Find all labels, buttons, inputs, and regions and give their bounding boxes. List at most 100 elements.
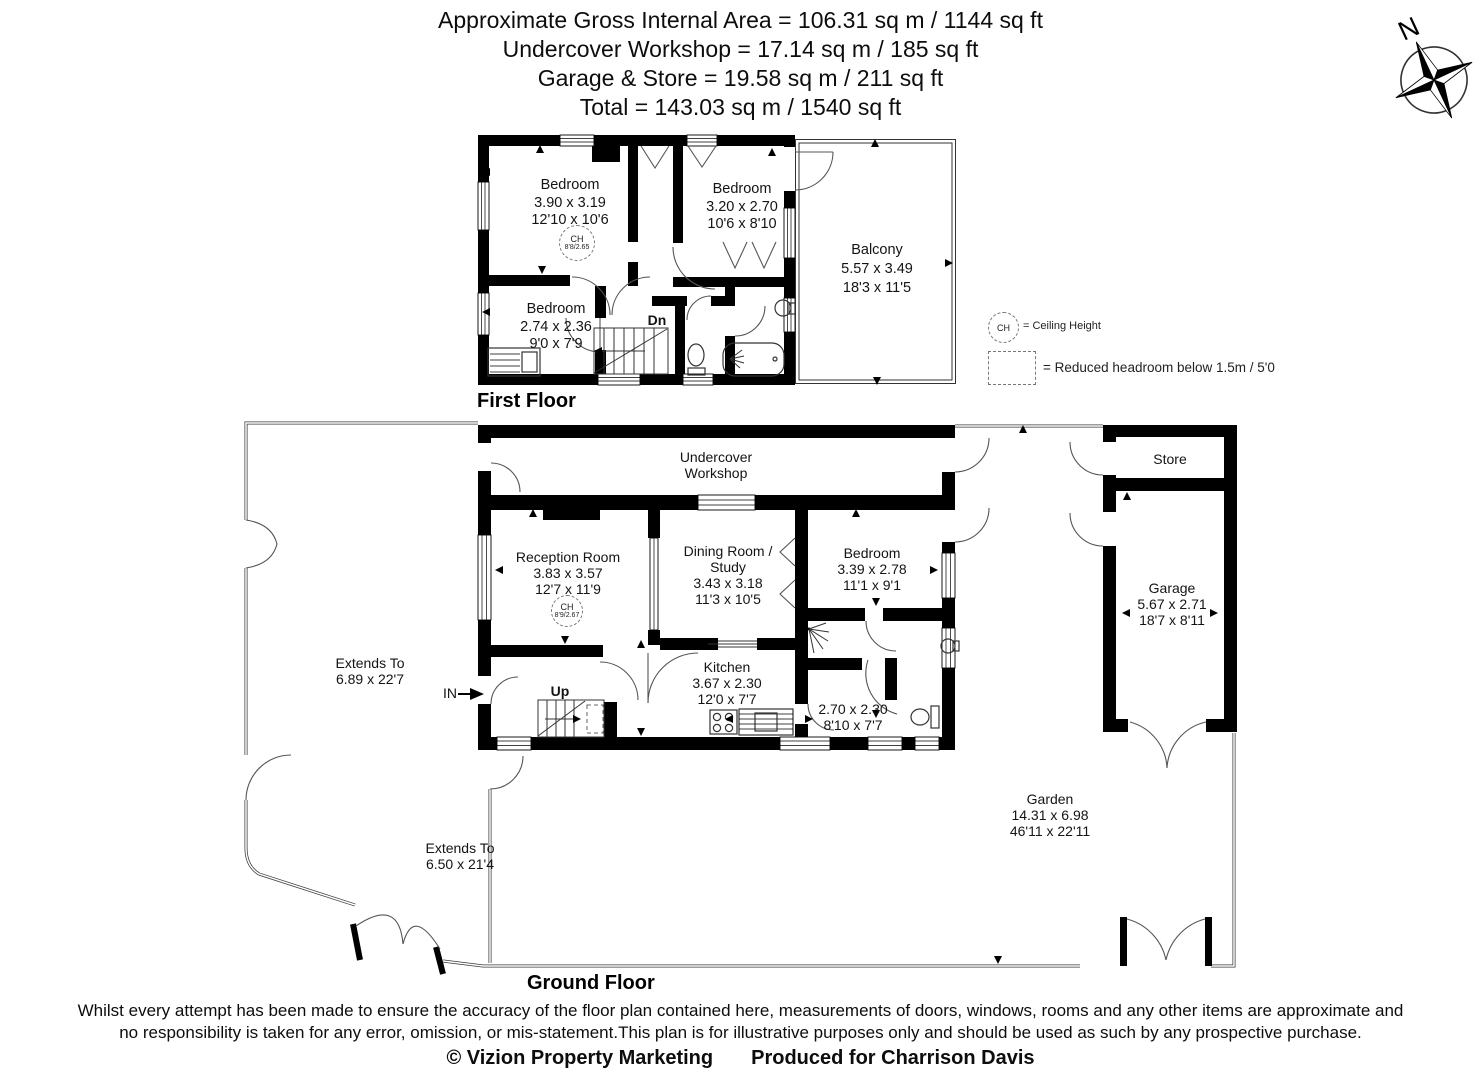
room-size-metric: 3.39 x 2.78 xyxy=(837,561,907,577)
serving-hatch xyxy=(696,640,757,648)
room-size-imperial: 10'6 x 8'10 xyxy=(707,216,777,232)
room-size-metric: 5.67 x 2.71 xyxy=(1137,596,1207,612)
room-size-imperial: 8'10 x 7'7 xyxy=(823,717,883,733)
first-floor-plan xyxy=(477,134,956,386)
toilet-icon-gf xyxy=(910,705,940,729)
first-floor-door-arcs xyxy=(565,145,834,353)
room-label-ff-bedroom3: Bedroom 2.74 x 2.36 9'0 x 7'9 xyxy=(520,301,592,354)
room-size-imperial: 12'0 x 7'7 xyxy=(697,691,757,707)
room-label-garage: Garage 5.67 x 2.71 18'7 x 8'11 xyxy=(1137,580,1206,628)
room-name: Bedroom xyxy=(712,181,772,197)
room-label-ff-bedroom2: Bedroom 3.20 x 2.70 10'6 x 8'10 xyxy=(706,181,778,234)
ch-symbol: CH xyxy=(560,602,574,612)
extends-line2: 6.89 x 22'7 xyxy=(335,671,405,687)
ceiling-height-badge-ff: CH 8'8/2.65 xyxy=(559,225,595,261)
room-name: Bedroom xyxy=(843,545,901,561)
legend-ch-text: = Ceiling Height xyxy=(1023,320,1101,332)
room-size-imperial: 12'7 x 11'9 xyxy=(535,581,601,597)
shower-icon xyxy=(807,622,830,654)
room-size-imperial: 46'11 x 22'11 xyxy=(1009,823,1091,839)
first-floor-measure-ticks xyxy=(482,139,953,385)
extends-line2: 6.50 x 21'4 xyxy=(425,856,495,872)
room-size-metric: 3.83 x 3.57 xyxy=(533,565,603,581)
room-size-imperial: 11'3 x 10'5 xyxy=(695,591,761,607)
room-label-kitchen: Kitchen 3.67 x 2.30 12'0 x 7'7 xyxy=(692,659,761,707)
vanity-icon xyxy=(487,347,541,377)
room-size-metric: 3.43 x 3.18 xyxy=(693,575,763,591)
area-summary-line4: Total = 143.03 sq m / 1540 sq ft xyxy=(579,94,902,120)
room-name: Balcony xyxy=(851,242,903,258)
room-name-line2: Workshop xyxy=(684,465,748,481)
credit-producer: Produced for Charrison Davis xyxy=(751,1047,1035,1069)
room-name: Reception Room xyxy=(515,549,621,565)
room-size-metric: 14.31 x 6.98 xyxy=(1011,807,1089,823)
disclaimer-line2: no responsibility is taken for any error… xyxy=(119,1023,1362,1042)
garden-boundary xyxy=(244,421,1236,975)
area-summary-line3: Garage & Store = 19.58 sq m / 211 sq ft xyxy=(537,65,944,91)
label-extends-left: Extends To 6.89 x 22'7 xyxy=(335,655,404,687)
area-summary-line1: Approximate Gross Internal Area = 106.31… xyxy=(438,7,1043,33)
legend-reduced-headroom-text: = Reduced headroom below 1.5m / 5'0 xyxy=(1043,360,1275,375)
compass-star-light xyxy=(1395,41,1473,119)
stairs-down-label: Dn xyxy=(647,312,667,328)
basin-icon-gf xyxy=(940,638,960,654)
ceiling-height-badge-gf: CH 8'9/2.67 xyxy=(551,595,583,627)
ch-value: 8'8/2.65 xyxy=(564,244,590,251)
room-label-store: Store xyxy=(1153,451,1186,467)
compass-icon: N xyxy=(1394,11,1473,119)
ground-floor-title: Ground Floor xyxy=(527,972,655,994)
room-size-imperial: 18'7 x 8'11 xyxy=(1139,612,1205,628)
first-floor-stairs-icon xyxy=(593,327,669,375)
ground-floor-windows xyxy=(477,494,956,751)
extends-line1: Extends To xyxy=(425,840,495,856)
room-name: Bedroom xyxy=(540,177,600,193)
room-name-line1: Dining Room / xyxy=(683,543,773,559)
extends-line1: Extends To xyxy=(335,655,405,671)
room-size-metric: 2.70 x 2.30 xyxy=(818,701,888,717)
ground-floor-measure-ticks xyxy=(495,425,1218,964)
room-name-line2: Study xyxy=(710,559,746,575)
room-name: Store xyxy=(1153,451,1187,467)
room-size-imperial: 18'3 x 11'5 xyxy=(842,280,912,296)
label-extends-bottom: Extends To 6.50 x 21'4 xyxy=(425,840,494,872)
disclaimer-line1: Whilst every attempt has been made to en… xyxy=(77,1001,1404,1020)
room-size-metric: 5.57 x 3.49 xyxy=(841,261,913,277)
room-label-workshop: Undercover Workshop xyxy=(680,449,752,481)
reduced-headroom-zone xyxy=(586,704,604,734)
room-size-metric: 2.74 x 2.36 xyxy=(520,318,592,335)
ground-floor-plan xyxy=(244,421,1237,975)
footer: Whilst every attempt has been made to en… xyxy=(0,1000,1481,1070)
bath-icon xyxy=(722,342,785,377)
room-name: Bedroom xyxy=(526,301,586,317)
room-label-garden: Garden 14.31 x 6.98 46'11 x 22'11 xyxy=(1010,791,1090,839)
room-size-imperial: 9'0 x 7'9 xyxy=(529,336,583,352)
room-name: Kitchen xyxy=(703,659,751,675)
ch-symbol: CH xyxy=(570,234,584,244)
ch-value: 8'9/2.67 xyxy=(554,612,580,619)
toilet-icon xyxy=(687,343,706,376)
area-summary-line2: Undercover Workshop = 17.14 sq m / 185 s… xyxy=(502,36,979,62)
ground-floor-walls xyxy=(478,425,955,750)
basin-icon xyxy=(774,299,796,317)
room-label-dining: Dining Room / Study 3.43 x 3.18 11'3 x 1… xyxy=(684,543,773,607)
room-size-metric: 3.67 x 2.30 xyxy=(692,675,762,691)
legend-ch-icon: CH xyxy=(988,312,1019,343)
first-floor-title: First Floor xyxy=(477,390,576,412)
first-floor-windows xyxy=(477,134,796,386)
garage-store-walls xyxy=(1103,425,1237,732)
room-label-gf-bedroom: Bedroom 3.39 x 2.78 11'1 x 9'1 xyxy=(837,545,906,593)
room-name-line1: Undercover xyxy=(679,449,753,465)
room-size-metric: 3.90 x 3.19 xyxy=(534,194,606,211)
ground-floor-fixtures xyxy=(709,622,960,736)
room-label-ff-bedroom1: Bedroom 3.90 x 3.19 12'10 x 10'6 xyxy=(531,177,608,230)
room-name: Garden xyxy=(1026,791,1074,807)
room-label-balcony: Balcony 5.57 x 3.49 18'3 x 11'5 xyxy=(841,241,913,298)
room-label-utility: 2.70 x 2.30 8'10 x 7'7 xyxy=(818,701,887,733)
room-size-metric: 3.20 x 2.70 xyxy=(706,198,778,215)
room-label-reception: Reception Room 3.83 x 3.57 12'7 x 11'9 xyxy=(516,549,620,597)
stairs-up-label: Up xyxy=(550,683,570,699)
legend-reduced-headroom-icon xyxy=(988,351,1036,385)
